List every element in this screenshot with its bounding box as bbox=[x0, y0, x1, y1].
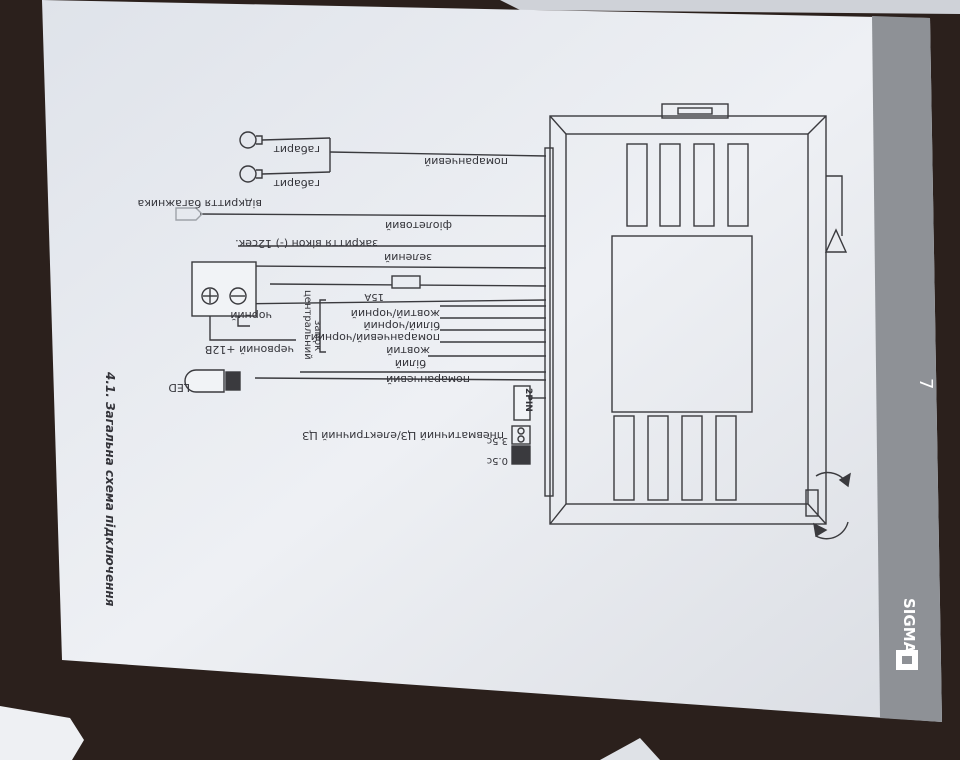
vent-slot bbox=[715, 415, 737, 501]
label-jumper-05: 0.5c bbox=[487, 455, 508, 466]
bevel-tl bbox=[549, 115, 567, 135]
wire-parking-1 bbox=[261, 137, 331, 141]
battery-black-wire bbox=[237, 316, 250, 327]
battery-plus-icon bbox=[201, 287, 219, 305]
bulb-base bbox=[256, 169, 263, 179]
label-parking-2: габарит bbox=[273, 177, 320, 190]
label-2pin: 2PIN bbox=[523, 388, 533, 412]
vent-slot bbox=[681, 415, 703, 501]
top-page-strip bbox=[500, 0, 960, 14]
label-yellow-black: жовтий/чорний bbox=[351, 307, 440, 320]
brand-logo-mark-inner bbox=[902, 656, 912, 664]
control-unit-inner bbox=[565, 133, 809, 505]
section-title: 4.1. Загальна схема підключення bbox=[103, 371, 117, 607]
wire-led bbox=[254, 377, 547, 381]
bulb-base bbox=[256, 135, 263, 145]
label-red-12v: червоний +12В bbox=[205, 343, 294, 356]
label-green: зелений bbox=[384, 251, 432, 264]
bulb-icon bbox=[239, 131, 257, 149]
label-yellow: жовтий bbox=[386, 344, 430, 357]
wire-parking-2 bbox=[261, 171, 331, 175]
vent-slot bbox=[693, 143, 715, 227]
battery-minus-icon bbox=[229, 287, 247, 305]
label-jumper: пневматичний ЦЗ/електричний ЦЗ bbox=[302, 429, 504, 442]
label-central-lock-1: центральний bbox=[302, 290, 313, 360]
wire-black bbox=[231, 299, 547, 305]
rotate-arrow-head bbox=[813, 522, 828, 538]
label-black: чорний bbox=[230, 309, 272, 322]
unit-tab bbox=[661, 103, 729, 119]
label-white: білий bbox=[395, 357, 426, 370]
vent-slot bbox=[613, 415, 635, 501]
rotate-arrow-icon bbox=[815, 521, 849, 540]
label-parking-1: габарит bbox=[273, 143, 320, 156]
bevel-br bbox=[807, 503, 827, 525]
label-white-black: білий/чорний bbox=[363, 319, 440, 332]
paper-page bbox=[42, 0, 942, 722]
brand-logo: SIGMA bbox=[900, 598, 918, 654]
label-orange-black: помаранчевий/чорний bbox=[311, 331, 440, 344]
jumper-35 bbox=[511, 425, 531, 445]
trunk-actuator-icon bbox=[175, 207, 203, 221]
vent-slot bbox=[626, 143, 648, 227]
antenna-icon bbox=[824, 228, 848, 253]
fuse-icon bbox=[391, 275, 421, 289]
vent-slot bbox=[647, 415, 669, 501]
led-icon bbox=[184, 369, 225, 393]
central-lock-bracket bbox=[319, 299, 326, 353]
label-orange: помаранчевий bbox=[386, 373, 470, 386]
bevel-bl bbox=[549, 503, 567, 525]
antenna-wire bbox=[826, 175, 843, 236]
label-violet: фіолетовий bbox=[385, 219, 452, 232]
label-fuse: 15A bbox=[364, 291, 384, 302]
bevel-tr bbox=[807, 115, 827, 135]
jumper-05 bbox=[511, 445, 531, 465]
rotate-arrow-head bbox=[838, 472, 851, 488]
vent-slot bbox=[659, 143, 681, 227]
center-panel bbox=[611, 235, 753, 413]
jumper-pin bbox=[517, 435, 525, 443]
page-number: 7 bbox=[915, 378, 936, 389]
battery-icon bbox=[191, 261, 257, 317]
label-window: закриття вікон (-) 12сек. bbox=[235, 237, 378, 250]
label-trunk: відкриття багажника bbox=[137, 197, 262, 210]
paper-scrap-2 bbox=[600, 738, 660, 760]
connector-knob bbox=[805, 489, 819, 517]
wire-orange-top bbox=[329, 151, 547, 157]
jumper-pin bbox=[517, 427, 525, 435]
wire-power bbox=[247, 265, 547, 269]
paper-scrap bbox=[0, 706, 84, 760]
bulb-icon bbox=[239, 165, 257, 183]
wire-violet bbox=[199, 213, 547, 217]
connector-strip bbox=[544, 147, 554, 497]
label-orange-top: помаранчевий bbox=[424, 155, 508, 168]
label-led: LED bbox=[168, 381, 190, 394]
control-unit-outer bbox=[549, 115, 827, 525]
vent-slot bbox=[727, 143, 749, 227]
label-central-lock-2: замок bbox=[312, 320, 323, 351]
diagram bbox=[175, 103, 851, 540]
led-base bbox=[225, 371, 241, 391]
brand-band bbox=[872, 16, 942, 722]
label-jumper-35: 3.5c bbox=[487, 435, 508, 446]
unit-tab-slot bbox=[677, 107, 713, 115]
pin2-connector bbox=[513, 385, 531, 421]
battery-red-wire bbox=[209, 316, 296, 341]
